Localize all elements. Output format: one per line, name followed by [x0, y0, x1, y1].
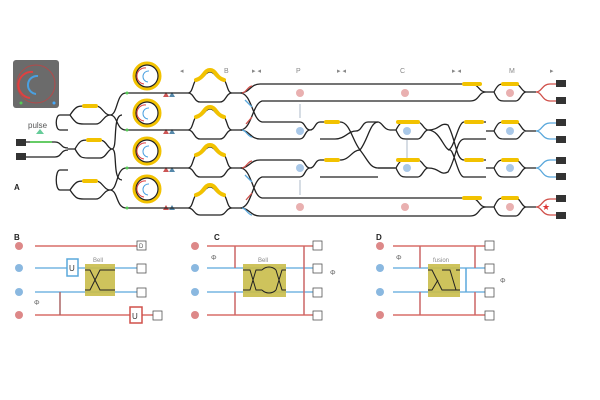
svg-text:Φ: Φ	[330, 270, 336, 277]
svg-text:▸ ◂: ▸ ◂	[337, 68, 346, 75]
svg-text:▸ ◂: ▸ ◂	[452, 68, 461, 75]
ring-spectrum-inset	[13, 60, 59, 108]
svg-text:▸: ▸	[550, 68, 554, 75]
panel-c: C Bell Φ Φ	[191, 233, 336, 321]
svg-text:B: B	[224, 68, 229, 75]
pulse-label: pulse	[28, 121, 48, 130]
ring-resonators	[132, 61, 175, 210]
input-fibers	[16, 129, 69, 160]
ring-3	[132, 136, 162, 166]
svg-text:U: U	[132, 312, 138, 321]
svg-text:D: D	[376, 233, 382, 242]
svg-text:M: M	[509, 68, 515, 75]
svg-text:Φ: Φ	[500, 278, 506, 285]
svg-text:Bell: Bell	[258, 258, 268, 264]
svg-text:D: D	[139, 244, 144, 250]
svg-text:Φ: Φ	[34, 300, 40, 307]
panel-a-label: A	[14, 183, 20, 192]
svg-text:Φ: Φ	[396, 255, 402, 262]
ring-1	[132, 61, 162, 91]
svg-text:▸ ◂: ▸ ◂	[252, 68, 261, 75]
stage-labels: ◂ B ▸ ◂ P ▸ ◂ C ▸ ◂ M ▸	[180, 68, 554, 75]
splitter-tree	[55, 91, 135, 210]
ring-4	[132, 174, 162, 204]
panel-d: D fusion Φ Φ	[376, 233, 506, 321]
svg-text:U: U	[69, 264, 75, 273]
output-fibers	[556, 80, 566, 219]
svg-text:Bell: Bell	[93, 258, 103, 264]
svg-text:C: C	[400, 68, 405, 75]
ring-2	[132, 98, 162, 128]
panel-b: B U Bell U D Φ	[14, 233, 163, 324]
svg-text:◂: ◂	[180, 68, 184, 75]
qubit-markers	[296, 89, 514, 211]
star-marker: ★	[542, 202, 550, 212]
waveguide-network: ★	[135, 67, 556, 217]
svg-text:fusion: fusion	[433, 258, 449, 264]
svg-text:Φ: Φ	[211, 255, 217, 262]
svg-text:B: B	[14, 233, 20, 242]
svg-text:P: P	[296, 68, 301, 75]
svg-text:C: C	[214, 233, 220, 242]
